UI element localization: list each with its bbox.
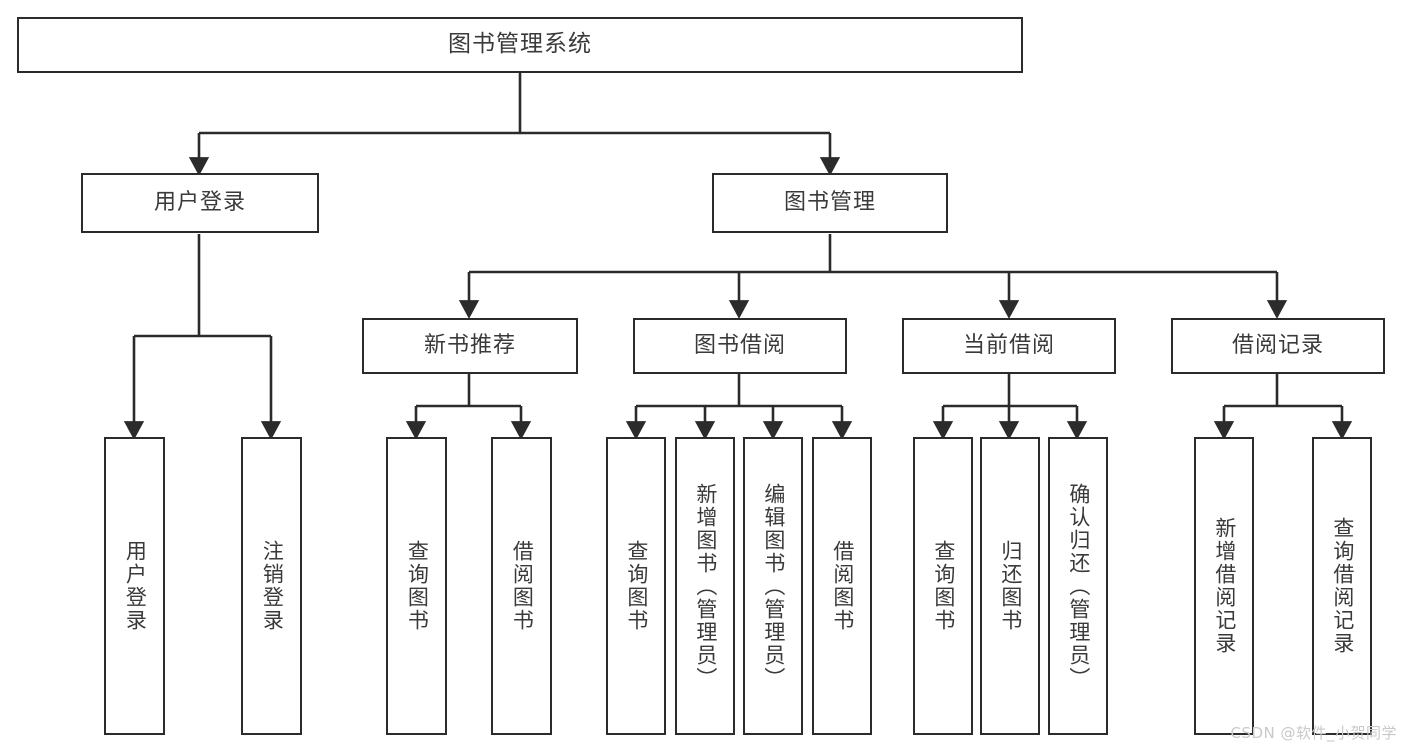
node-label: 查询图书 — [405, 540, 430, 632]
leaf-return-book[interactable]: 归还图书 — [980, 437, 1040, 735]
leaf-borrow-book-recommend[interactable]: 借阅图书 — [491, 437, 552, 735]
leaf-borrow-book[interactable]: 借阅图书 — [812, 437, 872, 735]
node-book-management[interactable]: 图书管理 — [712, 173, 948, 233]
leaf-add-borrow-record[interactable]: 新增借阅记录 — [1194, 437, 1254, 735]
leaf-query-book-current[interactable]: 查询图书 — [913, 437, 973, 735]
leaf-query-book-borrow[interactable]: 查询图书 — [606, 437, 666, 735]
node-book-borrow[interactable]: 图书借阅 — [633, 318, 847, 374]
node-label: 借阅图书 — [510, 540, 535, 632]
leaf-confirm-return-admin[interactable]: 确认归还（管理员） — [1048, 437, 1108, 735]
leaf-user-login[interactable]: 用户登录 — [104, 437, 165, 735]
node-label: 新增图书（管理员） — [693, 482, 718, 690]
node-user-login[interactable]: 用户登录 — [81, 173, 319, 233]
watermark: CSDN @软件_小贺同学 — [1230, 724, 1397, 742]
leaf-add-book-admin[interactable]: 新增图书（管理员） — [675, 437, 735, 735]
node-label: 图书管理 — [783, 189, 876, 215]
node-label: 图书管理系统 — [448, 31, 592, 58]
node-label: 用户登录 — [123, 540, 148, 632]
node-root-book-management-system[interactable]: 图书管理系统 — [17, 17, 1023, 73]
node-label: 新书推荐 — [423, 332, 516, 358]
node-label: 新增借阅记录 — [1212, 517, 1237, 655]
node-label: 当前借阅 — [962, 332, 1055, 358]
node-current-borrow[interactable]: 当前借阅 — [902, 318, 1116, 374]
node-label: 查询图书 — [624, 540, 649, 632]
node-label: 借阅图书 — [830, 540, 855, 632]
node-new-book-recommend[interactable]: 新书推荐 — [362, 318, 578, 374]
leaf-edit-book-admin[interactable]: 编辑图书（管理员） — [743, 437, 803, 735]
node-label: 图书借阅 — [693, 332, 786, 358]
node-label: 借阅记录 — [1231, 332, 1324, 358]
node-label: 编辑图书（管理员） — [761, 482, 786, 690]
node-label: 归还图书 — [998, 540, 1023, 632]
leaf-query-book-recommend[interactable]: 查询图书 — [386, 437, 447, 735]
node-label: 查询图书 — [931, 540, 956, 632]
node-borrow-record[interactable]: 借阅记录 — [1171, 318, 1385, 374]
node-label: 查询借阅记录 — [1330, 517, 1355, 655]
leaf-logout-login[interactable]: 注销登录 — [241, 437, 302, 735]
node-label: 确认归还（管理员） — [1066, 482, 1091, 690]
node-label: 注销登录 — [260, 540, 285, 632]
node-label: 用户登录 — [153, 189, 246, 215]
leaf-query-borrow-record[interactable]: 查询借阅记录 — [1312, 437, 1372, 735]
